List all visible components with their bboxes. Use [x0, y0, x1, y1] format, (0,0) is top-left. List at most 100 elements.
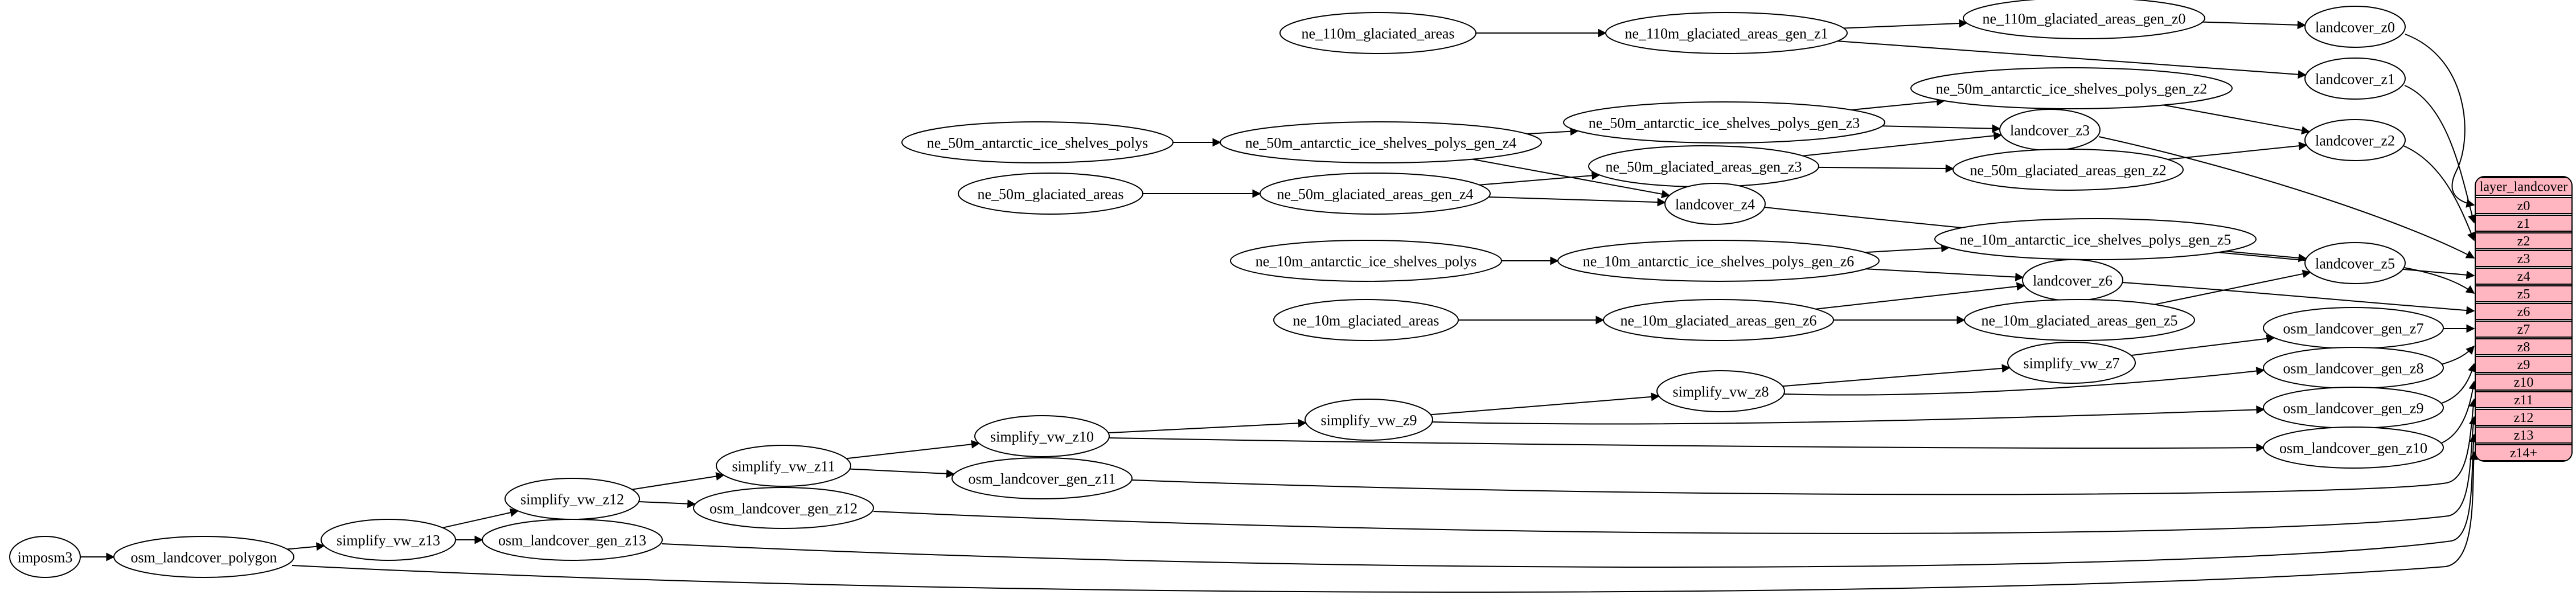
node-label-ne_10m_antarctic_ice_shelves_polys_gen_z6: ne_10m_antarctic_ice_shelves_polys_gen_z…: [1583, 253, 1855, 270]
table-row-label-z11: z11: [2514, 393, 2533, 408]
edges-layer: [80, 19, 2478, 593]
node-label-landcover_z3: landcover_z3: [2010, 122, 2090, 139]
node-label-landcover_z0: landcover_z0: [2315, 19, 2395, 36]
node-label-ne_50m_antarctic_ice_shelves_polys: ne_50m_antarctic_ice_shelves_polys: [927, 135, 1148, 151]
edge-ne_50m_antarctic_ice_shelves_polys_gen_z4-to-ne_50m_antarctic_ice_shelves_polys_gen_z3: [1527, 127, 1579, 136]
node-label-simplify_vw_z10: simplify_vw_z10: [990, 429, 1094, 445]
node-label-landcover_z2: landcover_z2: [2315, 133, 2395, 149]
node-landcover_z4: landcover_z4: [1664, 183, 1766, 225]
node-ne_110m_glaciated_areas_gen_z0: ne_110m_glaciated_areas_gen_z0: [1963, 0, 2205, 39]
edge-landcover_z5-to-row_z5: [2403, 267, 2475, 294]
node-osm_landcover_gen_z13: osm_landcover_gen_z13: [482, 519, 663, 561]
edge-landcover_z0-to-row_z0: [2405, 34, 2475, 208]
node-label-ne_110m_glaciated_areas: ne_110m_glaciated_areas: [1301, 26, 1454, 42]
table-row-label-z7: z7: [2517, 322, 2530, 337]
node-osm_landcover_gen_z7: osm_landcover_gen_z7: [2263, 307, 2444, 349]
node-label-ne_50m_antarctic_ice_shelves_polys_gen_z4: ne_50m_antarctic_ice_shelves_polys_gen_z…: [1245, 135, 1517, 151]
edge-simplify_vw_z13-to-simplify_vw_z12: [442, 508, 519, 528]
table-row-z0: z0: [2475, 197, 2572, 214]
table-row-label-z6: z6: [2517, 305, 2530, 319]
table-row-label-z2: z2: [2517, 234, 2530, 249]
node-label-ne_10m_glaciated_areas_gen_z5: ne_10m_glaciated_areas_gen_z5: [1981, 313, 2177, 329]
edge-osm_landcover_gen_z13-to-row_z13: [662, 433, 2478, 568]
edge-simplify_vw_z12-to-osm_landcover_gen_z12: [638, 499, 696, 509]
node-ne_50m_glaciated_areas_gen_z3: ne_50m_glaciated_areas_gen_z3: [1588, 145, 1819, 187]
table-row-z10: z10: [2475, 374, 2572, 391]
edge-ne_10m_antarctic_ice_shelves_polys_gen_z5-to-landcover_z5: [2225, 251, 2307, 263]
edge-simplify_vw_z8-to-simplify_vw_z7: [1782, 364, 2011, 387]
edge-osm_landcover_gen_z9-to-row_z9: [2441, 363, 2476, 404]
table-row-label-z5: z5: [2517, 287, 2530, 302]
node-simplify_vw_z13: simplify_vw_z13: [321, 519, 456, 561]
node-landcover_z2: landcover_z2: [2304, 119, 2406, 161]
node-label-ne_10m_antarctic_ice_shelves_polys_gen_z5: ne_10m_antarctic_ice_shelves_polys_gen_z…: [1960, 232, 2232, 248]
node-landcover_z5: landcover_z5: [2304, 242, 2406, 284]
table-row-label-z8: z8: [2517, 340, 2530, 355]
table-row-label-z14+: z14+: [2510, 446, 2537, 461]
node-landcover_z1: landcover_z1: [2304, 58, 2406, 100]
node-ne_50m_antarctic_ice_shelves_polys_gen_z2: ne_50m_antarctic_ice_shelves_polys_gen_z…: [1910, 67, 2233, 109]
table-row-z4: z4: [2475, 268, 2572, 285]
node-simplify_vw_z11: simplify_vw_z11: [716, 445, 851, 487]
edge-ne_50m_glaciated_areas_gen_z4-to-landcover_z4: [1488, 196, 1666, 207]
edge-ne_50m_glaciated_areas_gen_z4-to-ne_50m_glaciated_areas_gen_z3: [1479, 171, 1601, 186]
table-row-z6: z6: [2475, 303, 2572, 320]
node-label-ne_50m_glaciated_areas_gen_z2: ne_50m_glaciated_areas_gen_z2: [1970, 162, 2166, 179]
edge-ne_10m_antarctic_ice_shelves_polys_gen_z6-to-ne_10m_antarctic_ice_shelves_polys_gen_z5: [1865, 244, 1950, 253]
node-ne_10m_antarctic_ice_shelves_polys: ne_10m_antarctic_ice_shelves_polys: [1230, 240, 1502, 282]
table-layer: layer_landcoverz0z1z2z3z4z5z6z7z8z9z10z1…: [2475, 176, 2573, 462]
edge-ne_10m_glaciated_areas_gen_z5-to-landcover_z5: [2154, 269, 2311, 305]
node-label-ne_10m_antarctic_ice_shelves_polys: ne_10m_antarctic_ice_shelves_polys: [1256, 253, 1476, 270]
node-label-ne_50m_glaciated_areas_gen_z3: ne_50m_glaciated_areas_gen_z3: [1605, 159, 1802, 175]
node-label-landcover_z5: landcover_z5: [2315, 256, 2395, 272]
node-label-imposm3: imposm3: [18, 550, 73, 566]
node-ne_50m_antarctic_ice_shelves_polys_gen_z4: ne_50m_antarctic_ice_shelves_polys_gen_z…: [1220, 121, 1542, 163]
table-row-z7: z7: [2475, 321, 2572, 338]
node-label-osm_landcover_gen_z13: osm_landcover_gen_z13: [498, 532, 646, 549]
table-row-z9: z9: [2475, 356, 2572, 373]
node-ne_10m_glaciated_areas: ne_10m_glaciated_areas: [1273, 299, 1459, 341]
node-landcover_z6: landcover_z6: [2022, 259, 2123, 301]
node-label-ne_50m_glaciated_areas_gen_z4: ne_50m_glaciated_areas_gen_z4: [1277, 186, 1473, 203]
edge-osm_landcover_gen_z10-to-row_z10: [2441, 380, 2477, 444]
node-label-simplify_vw_z12: simplify_vw_z12: [520, 491, 624, 508]
edge-simplify_vw_z9-to-osm_landcover_gen_z9: [1431, 405, 2265, 425]
node-label-ne_10m_glaciated_areas: ne_10m_glaciated_areas: [1293, 313, 1439, 329]
edge-osm_landcover_gen_z12-to-row_z12: [873, 416, 2477, 534]
table-row-z13: z13: [2475, 427, 2572, 444]
node-label-simplify_vw_z11: simplify_vw_z11: [732, 458, 835, 475]
edge-landcover_z3-to-row_z3: [2098, 136, 2475, 259]
node-simplify_vw_z9: simplify_vw_z9: [1305, 399, 1433, 441]
edge-simplify_vw_z10-to-simplify_vw_z9: [1108, 419, 1307, 434]
table-row-label-z10: z10: [2514, 375, 2534, 390]
table-row-z3: z3: [2475, 250, 2572, 267]
node-landcover_z3: landcover_z3: [1999, 109, 2101, 151]
node-ne_50m_glaciated_areas: ne_50m_glaciated_areas: [958, 173, 1143, 215]
node-label-ne_50m_antarctic_ice_shelves_polys_gen_z2: ne_50m_antarctic_ice_shelves_polys_gen_z…: [1936, 81, 2208, 97]
node-ne_50m_antarctic_ice_shelves_polys: ne_50m_antarctic_ice_shelves_polys: [901, 121, 1174, 163]
edge-simplify_vw_z7-to-osm_landcover_gen_z7: [2131, 334, 2275, 356]
node-ne_50m_glaciated_areas_gen_z2: ne_50m_glaciated_areas_gen_z2: [1952, 149, 2184, 191]
node-ne_10m_antarctic_ice_shelves_polys_gen_z6: ne_10m_antarctic_ice_shelves_polys_gen_z…: [1557, 240, 1880, 282]
edge-ne_50m_antarctic_ice_shelves_polys_gen_z2-to-landcover_z2: [2163, 104, 2311, 135]
edge-simplify_vw_z12-to-simplify_vw_z11: [631, 472, 725, 490]
table-row-label-z9: z9: [2517, 358, 2530, 372]
table-layer_landcover: layer_landcoverz0z1z2z3z4z5z6z7z8z9z10z1…: [2475, 176, 2573, 462]
node-osm_landcover_polygon: osm_landcover_polygon: [113, 536, 294, 578]
edge-landcover_z6-to-row_z6: [2122, 282, 2475, 315]
table-row-z14+: z14+: [2475, 444, 2572, 461]
node-simplify_vw_z7: simplify_vw_z7: [2007, 342, 2136, 384]
node-ne_10m_glaciated_areas_gen_z6: ne_10m_glaciated_areas_gen_z6: [1603, 299, 1834, 341]
node-osm_landcover_gen_z12: osm_landcover_gen_z12: [693, 487, 874, 529]
edge-ne_50m_glaciated_areas_gen_z3-to-ne_50m_glaciated_areas_gen_z2: [1818, 164, 1954, 173]
node-label-osm_landcover_polygon: osm_landcover_polygon: [130, 550, 277, 566]
node-simplify_vw_z10: simplify_vw_z10: [974, 415, 1110, 457]
node-label-landcover_z4: landcover_z4: [1675, 196, 1755, 213]
edge-simplify_vw_z11-to-simplify_vw_z10: [846, 440, 980, 460]
table-header: layer_landcover: [2475, 177, 2572, 196]
edge-simplify_vw_z11-to-osm_landcover_gen_z11: [850, 468, 955, 478]
node-simplify_vw_z12: simplify_vw_z12: [504, 478, 640, 520]
node-label-ne_10m_glaciated_areas_gen_z6: ne_10m_glaciated_areas_gen_z6: [1620, 313, 1816, 329]
